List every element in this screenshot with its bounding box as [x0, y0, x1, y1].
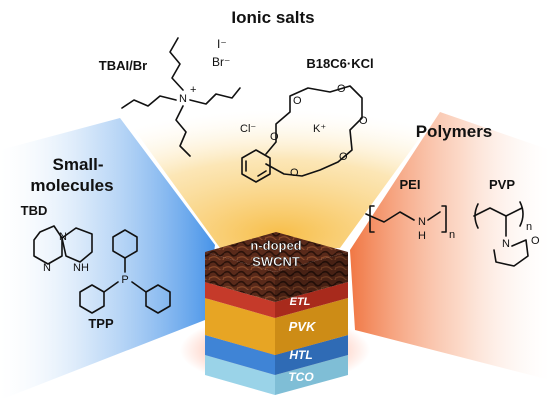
crown-benzene-ring: [241, 149, 271, 183]
tbd-ring-left: [33, 225, 63, 265]
phosphorus-atom: P: [121, 274, 128, 286]
tbd-ring-right: [61, 227, 93, 263]
device-stack: n-doped SWCNT ETL PVK HTL TCO: [180, 232, 370, 395]
tco-label: TCO: [288, 370, 314, 384]
crown-ether-molecule: B18C6·KCl Cl⁻ K⁺ O O O O O O: [240, 56, 374, 183]
tbd-nitrogen-top: N: [59, 231, 67, 243]
tpp-molecule: TPP P: [79, 229, 171, 331]
tbd-molecule: TBD N N NH: [21, 203, 93, 274]
tco-layer-front: [205, 355, 275, 395]
pei-bracket-right: [441, 205, 447, 233]
pvp-label: PVP: [489, 177, 515, 192]
pvp-oxygen: O: [531, 235, 540, 247]
pei-bond-end: [427, 211, 441, 221]
pei-molecule: PEI N H n: [365, 177, 455, 242]
potassium-ion: K⁺: [313, 123, 326, 135]
tco-layer-side: [275, 355, 348, 395]
swcnt-front: [205, 252, 275, 302]
etl-layer-side: [275, 282, 348, 318]
crown-ring: [265, 85, 363, 177]
pei-backbone: [365, 211, 415, 223]
tbai-molecule: TBAI/Br I⁻ Br⁻ N +: [99, 37, 241, 157]
tpp-phenyl-top: [112, 229, 138, 259]
iodide-ion: I⁻: [217, 37, 227, 51]
small-molecules-title-line2: molecules: [30, 176, 113, 195]
pei-subscript: n: [449, 229, 455, 241]
pvp-bracket-right: [519, 201, 524, 227]
pei-hydrogen: H: [418, 230, 426, 242]
pei-bracket-left: [369, 205, 375, 233]
ammonium-charge: +: [190, 84, 196, 96]
butyl-chain-down: [175, 105, 191, 157]
tpp-label: TPP: [88, 316, 114, 331]
swcnt-side: [275, 252, 348, 302]
small-molecules-fan: [0, 118, 215, 400]
tbd-nh: NH: [73, 262, 89, 274]
butyl-chain-left: [121, 95, 177, 109]
crown-oxygen-2: O: [337, 83, 346, 95]
pei-label: PEI: [400, 177, 421, 192]
crown-label: B18C6·KCl: [306, 56, 373, 71]
butyl-chain-up: [169, 37, 184, 91]
tbai-label: TBAI/Br: [99, 58, 147, 73]
crown-oxygen-1: O: [293, 95, 302, 107]
swcnt-label-line2: SWCNT: [252, 254, 300, 269]
htl-label: HTL: [289, 348, 312, 362]
pvk-layer-side: [275, 298, 348, 355]
chloride-ion: Cl⁻: [240, 123, 256, 135]
swcnt-top: [205, 232, 348, 272]
tbd-label: TBD: [21, 203, 48, 218]
crown-oxygen-6: O: [270, 131, 279, 143]
ionic-salts-fan: [120, 110, 440, 248]
pvp-pyrrolidone-ring: [493, 239, 529, 267]
crown-benzene-double-bonds: [245, 160, 267, 177]
polymers-fan: [350, 112, 550, 380]
pvk-label: PVK: [289, 319, 317, 334]
swcnt-side-shade: [275, 252, 348, 302]
nitrogen-atom: N: [179, 93, 187, 105]
pei-nitrogen: N: [418, 216, 426, 228]
tbd-nitrogen-left: N: [43, 262, 51, 274]
pvp-backbone: [473, 207, 523, 217]
pvp-molecule: PVP n N O: [473, 177, 540, 267]
etl-label: ETL: [290, 296, 311, 308]
polymers-title: Polymers: [416, 122, 493, 141]
crown-oxygen-3: O: [359, 115, 368, 127]
swcnt-label-line1: n-doped: [250, 238, 301, 253]
htl-layer-front: [205, 335, 275, 375]
small-molecules-title-line1: Small-: [52, 155, 103, 174]
butyl-chain-right: [189, 87, 241, 105]
ionic-salts-title: Ionic salts: [231, 8, 314, 27]
crown-oxygen-4: O: [339, 151, 348, 163]
tpp-phenyl-left: [79, 284, 105, 314]
tpp-p-bonds: [103, 257, 147, 293]
bromide-ion: Br⁻: [212, 55, 230, 69]
tpp-phenyl-right: [145, 284, 171, 314]
etl-layer-front: [205, 282, 275, 318]
crown-oxygen-5: O: [290, 167, 299, 179]
htl-layer-side: [275, 335, 348, 375]
pvp-nitrogen: N: [502, 238, 510, 250]
pvk-layer-front: [205, 298, 275, 355]
pvp-subscript: n: [526, 221, 532, 233]
